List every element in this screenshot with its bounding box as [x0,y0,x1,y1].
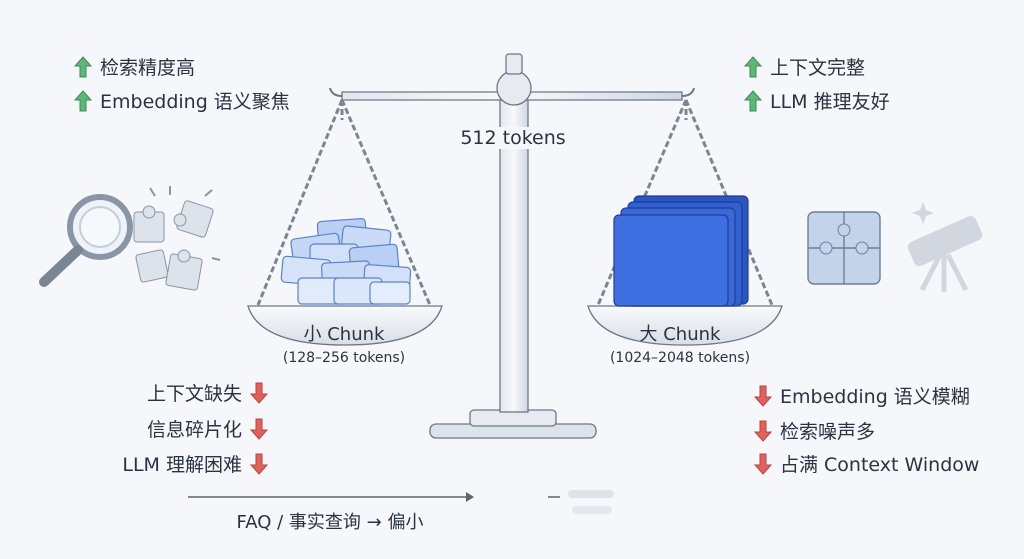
small-chunk-title: 小 Chunk [303,324,385,345]
up-arrow-icon [744,89,762,111]
down-arrow-icon [754,420,772,442]
left-pro-2: Embedding 语义聚焦 [74,87,290,114]
down-arrow-icon [250,418,268,440]
small-chunk-range: (128–256 tokens) [282,350,406,366]
right-pro-2-text: LLM 推理友好 [770,91,890,113]
magnifier-puzzle-illustration [39,186,221,291]
down-arrow-icon [754,453,772,475]
left-pro-1-text: 检索精度高 [100,57,196,79]
bottom-arrow [188,492,560,502]
right-con-2-text: 检索噪声多 [780,421,876,443]
left-pan [247,305,443,346]
up-arrow-icon [74,55,92,77]
left-pro-1: 检索精度高 [74,53,195,80]
left-pan-label: 小 Chunk (128–256 tokens) [234,320,454,366]
down-arrow-icon [250,453,268,475]
puzzle-telescope-illustration [807,202,983,292]
left-con-3: LLM 理解困难 [60,450,268,477]
left-con-1: 上下文缺失 [60,379,268,406]
up-arrow-icon [744,55,762,77]
right-con-2: 检索噪声多 [754,417,875,444]
down-arrow-icon [250,382,268,404]
right-con-1-text: Embedding 语义模糊 [780,386,970,408]
right-pro-2: LLM 推理友好 [744,87,890,114]
large-chunks-stack [613,195,749,307]
left-con-2: 信息碎片化 [60,415,268,442]
large-chunk-title: 大 Chunk [639,324,721,345]
bottom-right-blur [568,490,614,514]
bottom-guidance-label: FAQ / 事实查询 → 偏小 [236,512,424,533]
down-arrow-icon [754,385,772,407]
right-con-3-text: 占满 Context Window [780,454,980,476]
scale-pillar [499,99,529,413]
right-pan [587,305,783,346]
right-pro-1-text: 上下文完整 [770,57,866,79]
right-pan-label: 大 Chunk (1024–2048 tokens) [570,320,790,366]
scale-base [429,409,597,439]
center-token-label: 512 tokens [448,127,578,149]
large-chunk-range: (1024–2048 tokens) [609,350,751,366]
right-con-1: Embedding 语义模糊 [754,382,970,409]
scale-pivot [496,70,532,106]
left-con-3-text: LLM 理解困难 [122,454,242,476]
up-arrow-icon [74,89,92,111]
left-con-2-text: 信息碎片化 [146,419,242,441]
right-con-3: 占满 Context Window [754,450,979,477]
left-pro-2-text: Embedding 语义聚焦 [100,91,290,113]
left-con-1-text: 上下文缺失 [146,383,242,405]
left-chains [256,99,432,306]
right-pro-1: 上下文完整 [744,53,865,80]
small-chunks-pile [280,218,412,305]
